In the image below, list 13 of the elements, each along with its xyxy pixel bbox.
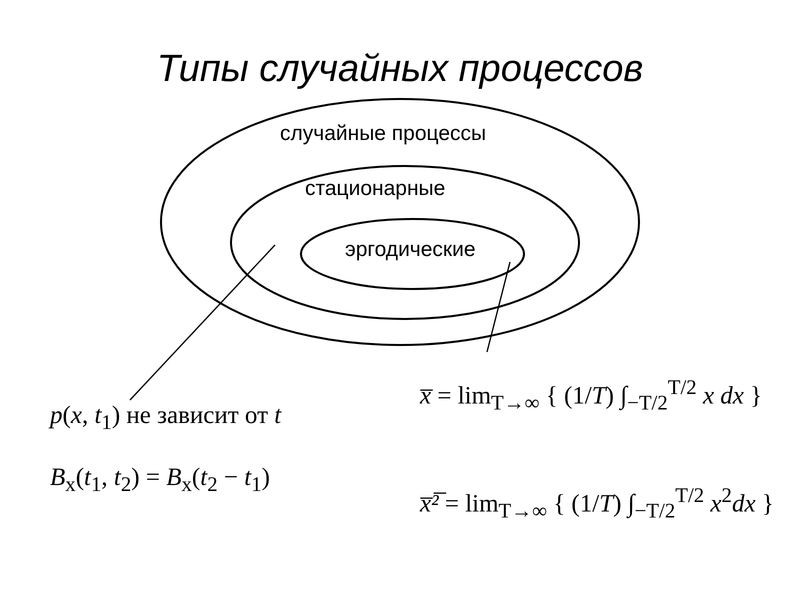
region-outline bbox=[300, 218, 525, 290]
title: Типы случайных процессов bbox=[156, 48, 644, 91]
region-label: случайные процессы bbox=[280, 122, 486, 146]
formula: x̅ = lim$_{T→∞}$ { (1/T) ∫$_{−T/2}$$^{T/2}$ x dx } bbox=[420, 375, 762, 416]
region-outline bbox=[160, 98, 640, 346]
region-label: стационарные bbox=[305, 177, 446, 201]
formula: B$_{x}$(t$_{1}$, t$_{2}$) = B$_{x}$(t$_{2}$ − t$_{1}$) bbox=[50, 464, 270, 497]
leader-line bbox=[486, 262, 511, 352]
region-label: эргодические bbox=[345, 238, 476, 262]
formula: p(x, t$_{1}$) не зависит от t bbox=[50, 402, 282, 435]
formula: x̅²̅ = lim$_{T→∞}$ { (1/T) ∫$_{−T/2}$$^{T/2}$ x$^{2}$dx } bbox=[420, 483, 774, 524]
leader-line bbox=[130, 244, 276, 400]
region-outline bbox=[230, 165, 580, 320]
